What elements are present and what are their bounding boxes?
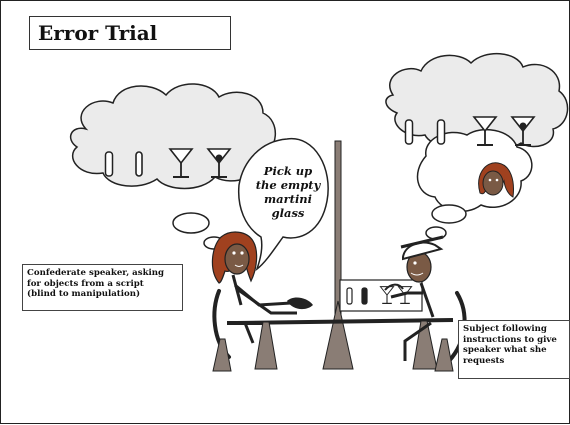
confederate-callout: Confederate speaker, asking for objects … (22, 264, 183, 311)
callout-line: requests (463, 355, 505, 366)
tube-glass-icon (346, 287, 353, 305)
subject-callout: Subject following instructions to give s… (458, 320, 570, 379)
callout-line: for objects from a script (27, 278, 144, 289)
tube-glass-icon (104, 151, 114, 177)
tube-glass-dark-icon (361, 287, 368, 305)
callout-line: speaker what she (463, 345, 547, 355)
object-board (339, 279, 423, 312)
speech-line: Pick up (263, 164, 313, 178)
tube-glass-icon (135, 151, 143, 177)
callout-line: Confederate speaker, asking (27, 268, 165, 278)
speech-text: Pick up the empty martini glass (255, 164, 321, 220)
subject-hand-icon (384, 283, 404, 291)
tube-glass-icon (404, 119, 414, 145)
tube-glass-icon (436, 119, 446, 145)
right-thought-cloud (385, 52, 569, 240)
confederate-speaker-figure (211, 231, 313, 372)
callout-line: instructions to give (463, 334, 557, 345)
speech-line: martini (263, 192, 313, 206)
slide-title: Error Trial (29, 16, 231, 50)
speaker-head-thought-icon (478, 162, 514, 198)
speech-line: the empty (255, 178, 321, 192)
speech-line: glass (271, 206, 305, 220)
speech-bubble (237, 138, 329, 272)
callout-line: (blind to manipulation) (27, 289, 141, 299)
callout-line: Subject following (463, 324, 547, 334)
